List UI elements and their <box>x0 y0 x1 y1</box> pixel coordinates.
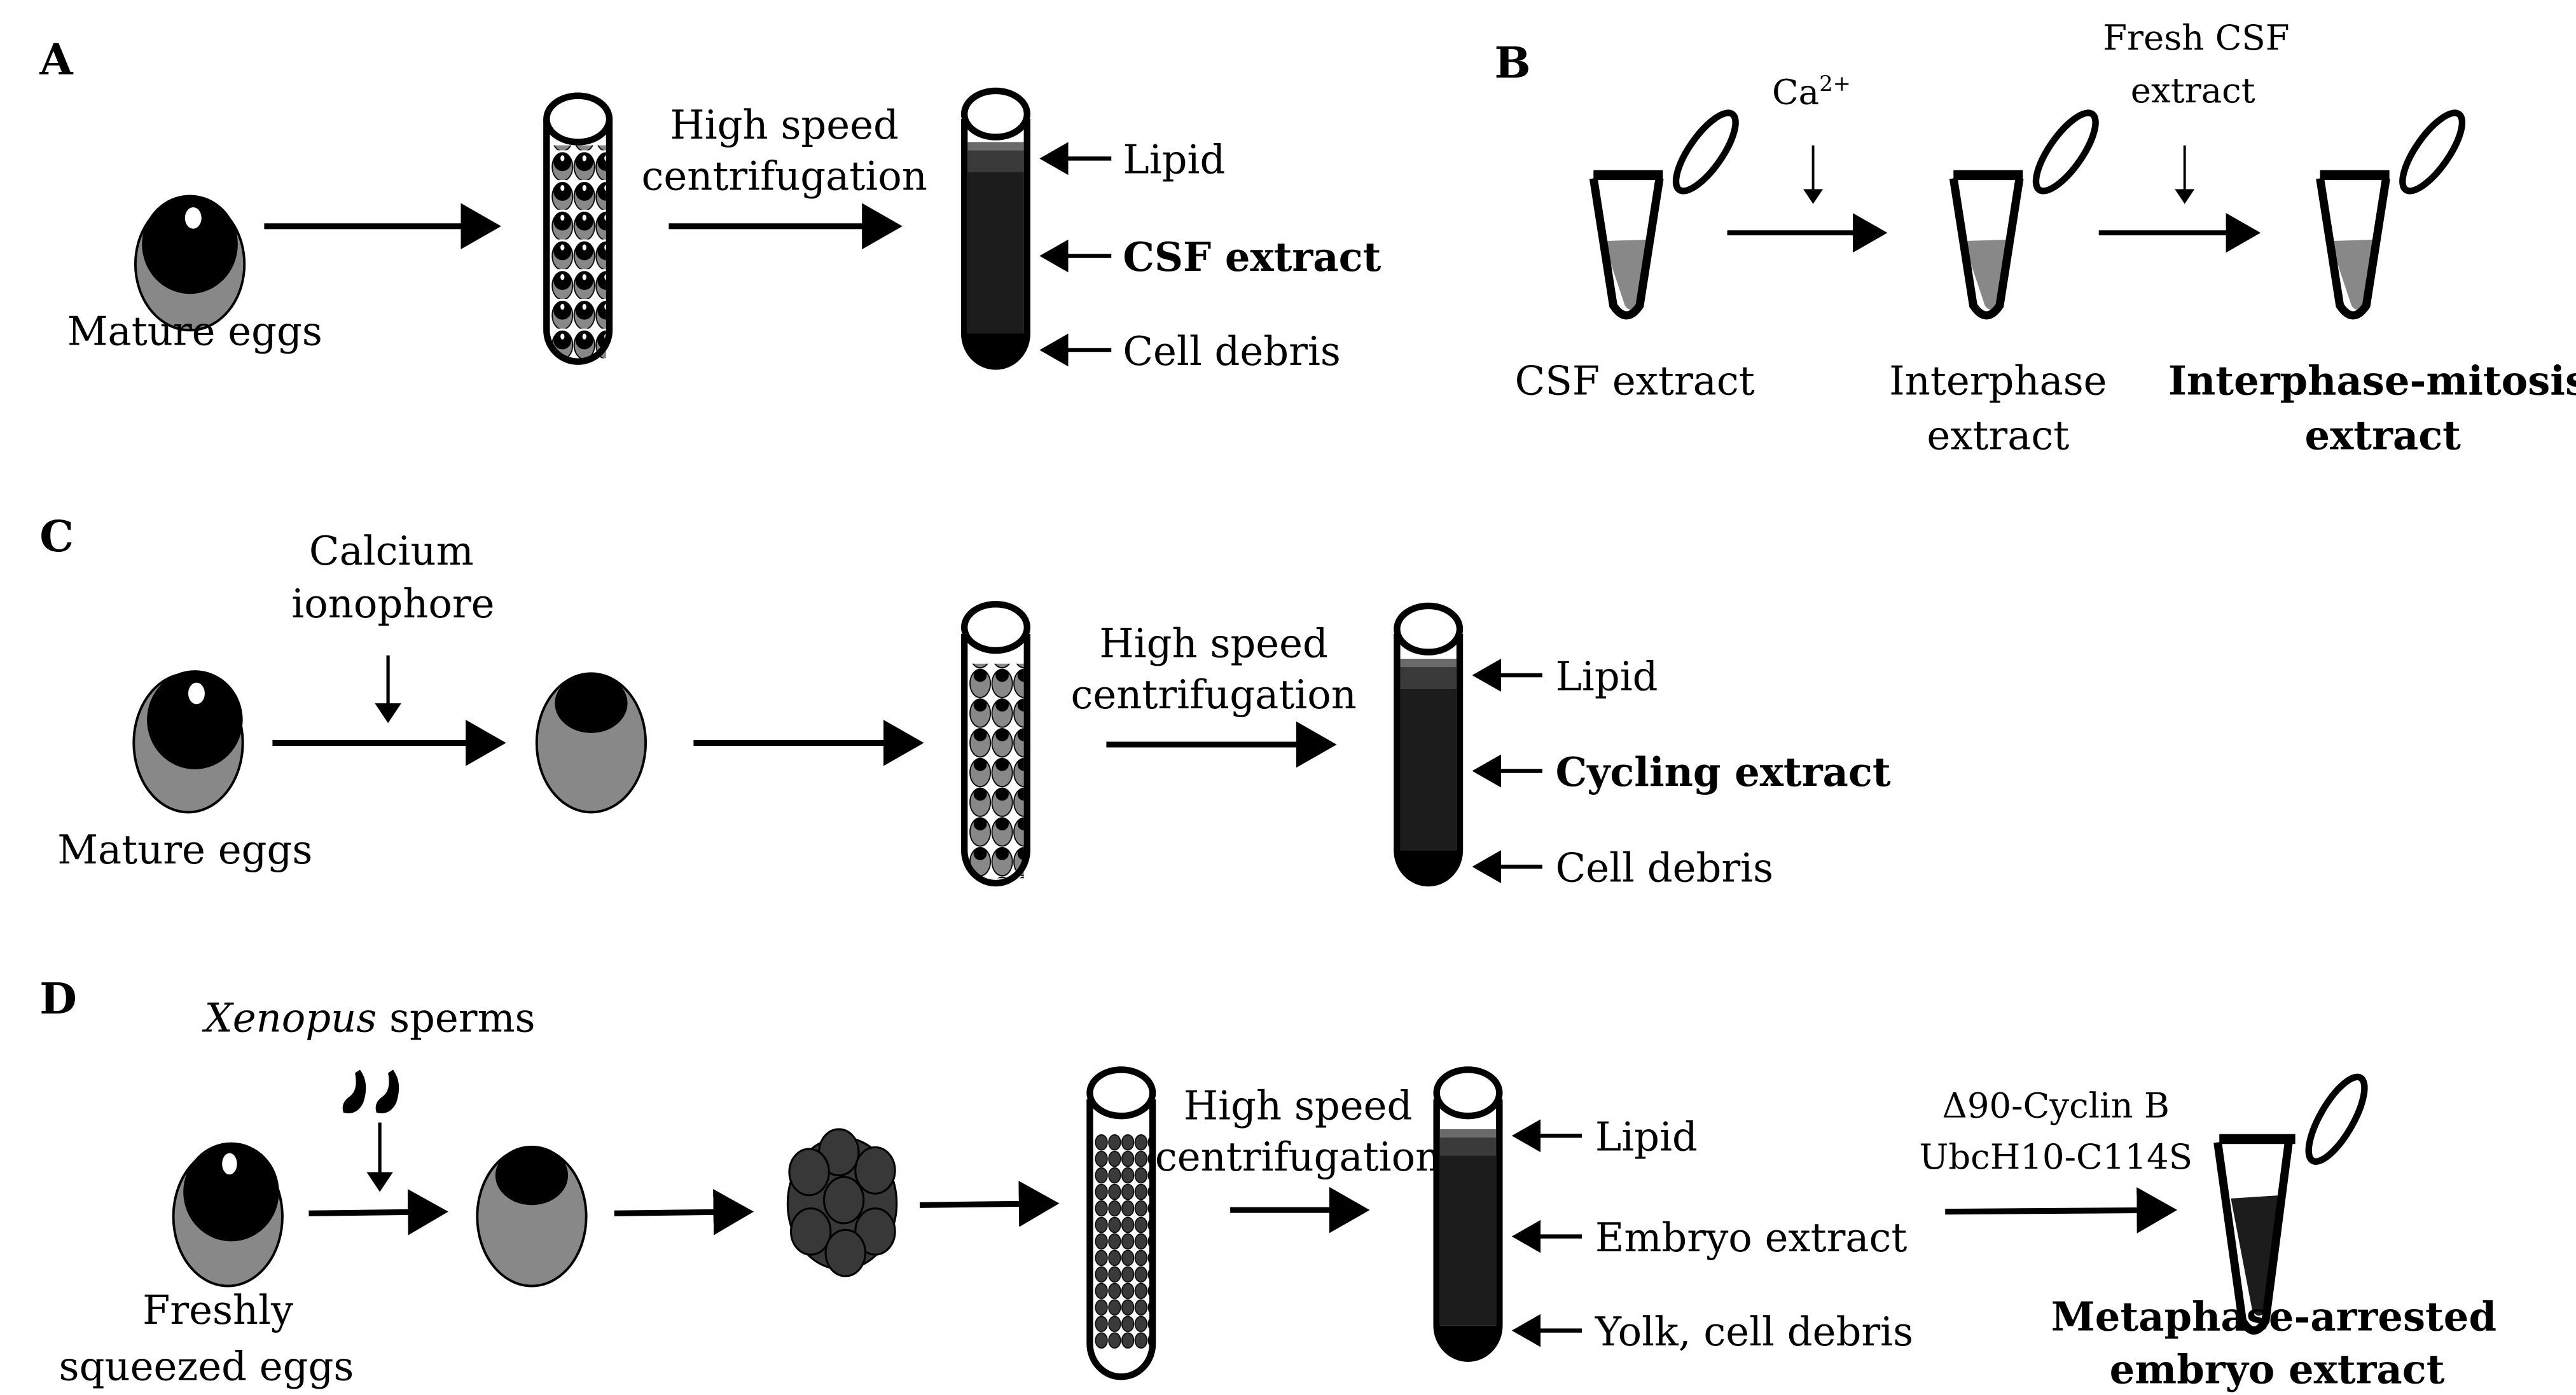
centrifugation-label-line2: centrifugation <box>641 153 927 200</box>
panel-b: B CSF extract Ca2+ Interphase extract Fr… <box>1495 17 2576 458</box>
sperm-label: Xenopus sperms <box>201 995 535 1041</box>
embryo-icon <box>786 1128 898 1277</box>
final-label-line2: embryo extract <box>2110 1347 2445 1393</box>
layer-label-lipid: Lipid <box>1595 1114 1698 1160</box>
tube-with-eggs-icon <box>960 601 1030 887</box>
fertilized-egg-icon <box>476 1145 588 1288</box>
centrifugation-label-line1: High speed <box>1184 1082 1413 1129</box>
mature-egg-icon <box>134 195 246 332</box>
fresh-egg-icon <box>172 1142 284 1288</box>
panel-a: A Mature eggs High speed centrifugation … <box>39 34 1381 375</box>
panel-label-d: D <box>39 973 77 1024</box>
centrifuged-tube-icon <box>960 87 1030 370</box>
panel-c: C Calcium ionophore Mature eggs High spe… <box>39 511 1891 891</box>
tube-with-eggs-icon <box>543 92 613 365</box>
microtube-icon <box>2213 1073 2368 1335</box>
tube-label-interphase-mitosis-line1: Interphase-mitosis <box>2168 358 2576 404</box>
panel-d: D Xenopus sperms Freshly squeezed eggs <box>39 973 2496 1393</box>
microtube-icon <box>1949 109 2099 320</box>
reagent-cyclin-b: Δ90-Cyclin B <box>1942 1085 2169 1126</box>
centrifugation-label-line1: High speed <box>670 102 899 148</box>
tube-label-csf-extract: CSF extract <box>1515 358 1755 404</box>
panel-label-b: B <box>1495 38 1531 88</box>
tube-label-interphase-line2: extract <box>1927 412 2069 458</box>
arrow-icon <box>614 1189 754 1235</box>
tube-label-interphase-line1: Interphase <box>1889 358 2107 404</box>
centrifuged-tube-icon <box>1394 602 1464 887</box>
reagent-ubch10: UbcH10-C114S <box>1919 1136 2192 1177</box>
mature-egg-icon <box>132 670 244 814</box>
centrifuged-tube-icon <box>1433 1066 1503 1362</box>
reagent-fresh-csf-line1: Fresh CSF <box>2103 17 2289 58</box>
layer-label-yolk-cell-debris: Yolk, cell debris <box>1595 1309 1913 1355</box>
layer-label-csf-extract: CSF extract <box>1123 234 1381 280</box>
centrifugation-label-line1: High speed <box>1099 620 1328 666</box>
microtube-icon <box>1589 109 1739 320</box>
tube-label-interphase-mitosis-line2: extract <box>2305 412 2462 458</box>
layer-label-cycling-extract: Cycling extract <box>1556 749 1891 795</box>
layer-label-lipid: Lipid <box>1123 137 1225 183</box>
arrow-icon <box>1945 1187 2178 1234</box>
reagent-calcium-line1: Calcium <box>309 528 474 574</box>
panel-label-a: A <box>39 34 74 85</box>
microtube-icon <box>2316 109 2466 320</box>
fresh-eggs-label-line2: squeezed eggs <box>59 1343 354 1390</box>
reagent-fresh-csf-line2: extract <box>2131 70 2255 111</box>
mature-eggs-label: Mature eggs <box>67 308 322 355</box>
final-label-line1: Metaphase-arrested <box>2051 1294 2496 1340</box>
fresh-eggs-label-line1: Freshly <box>142 1287 294 1333</box>
activated-egg-icon <box>535 672 647 814</box>
layer-label-lipid: Lipid <box>1556 653 1658 699</box>
centrifugation-label-line2: centrifugation <box>1155 1134 1441 1180</box>
arrow-icon <box>308 1189 448 1235</box>
reagent-ca: Ca2+ <box>1772 71 1851 113</box>
tube-with-embryos-icon <box>1086 1066 1156 1380</box>
centrifugation-label-line2: centrifugation <box>1070 671 1356 718</box>
layer-label-cell-debris: Cell debris <box>1123 328 1340 375</box>
mature-eggs-label: Mature eggs <box>57 827 312 873</box>
reagent-calcium-line2: ionophore <box>291 581 494 627</box>
layer-label-cell-debris: Cell debris <box>1556 844 1773 891</box>
panel-label-c: C <box>39 511 74 561</box>
sperm-icon <box>342 1069 399 1113</box>
layer-label-embryo-extract: Embryo extract <box>1595 1214 1908 1261</box>
arrow-icon <box>920 1181 1060 1227</box>
